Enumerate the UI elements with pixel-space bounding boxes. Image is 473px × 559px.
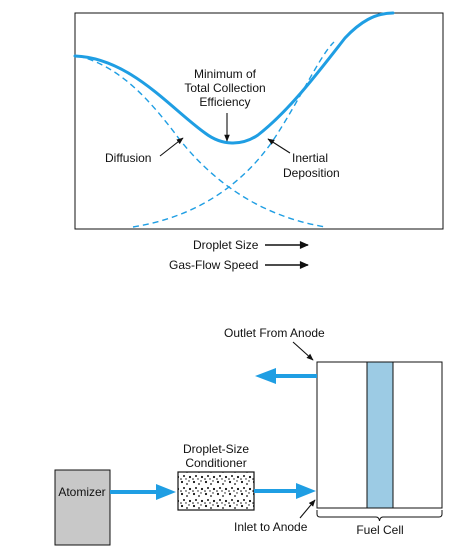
fuel-cell-membrane	[366, 361, 394, 509]
inertial-label-line-1: Inertial	[292, 151, 328, 165]
efficiency-graph: Minimum of Total Collection Efficiency D…	[73, 11, 444, 230]
conditioner-label-line-2: Conditioner	[185, 456, 246, 470]
conditioner-to-anode-arrowhead	[296, 483, 316, 499]
outlet-label: Outlet From Anode	[224, 326, 325, 340]
total-collection-efficiency-curve	[73, 11, 395, 145]
fuel-cell-label: Fuel Cell	[356, 523, 403, 537]
minimum-label-line-1: Minimum of	[194, 67, 257, 81]
diffusion-pointer-arrow	[159, 137, 184, 157]
outlet-flow-arrowhead	[255, 368, 276, 384]
outlet-pointer-arrow	[292, 341, 314, 361]
inertial-deposition-curve	[132, 41, 335, 228]
droplet-size-conditioner-box	[177, 471, 255, 511]
atomizer-box	[54, 469, 111, 546]
graph-axis-legend: Droplet Size Gas-Flow Speed	[169, 238, 309, 272]
system-diagram: Atomizer Droplet-Size Conditioner Fuel C…	[54, 326, 443, 546]
inlet-pointer-arrow	[299, 499, 316, 519]
diffusion-label: Diffusion	[105, 151, 151, 165]
fuel-cell-brace	[316, 510, 443, 522]
conditioner-label-line-1: Droplet-Size	[183, 442, 249, 456]
atomizer-to-conditioner-arrowhead	[156, 484, 176, 500]
inlet-label: Inlet to Anode	[234, 520, 308, 534]
droplet-size-label: Droplet Size	[193, 238, 259, 252]
minimum-label-line-3: Efficiency	[199, 95, 250, 109]
inertial-label-line-2: Deposition	[283, 166, 340, 180]
gas-flow-speed-label: Gas-Flow Speed	[169, 258, 258, 272]
inertial-pointer-arrow	[267, 138, 291, 154]
atomizer-label: Atomizer	[58, 485, 105, 499]
graph-frame	[74, 12, 444, 230]
minimum-label-line-2: Total Collection	[184, 81, 265, 95]
